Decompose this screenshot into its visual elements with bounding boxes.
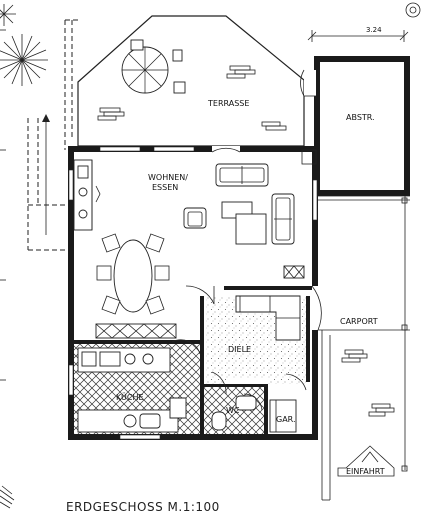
wohnen-label: WOHNEN/ bbox=[148, 173, 188, 182]
edge-ticks bbox=[0, 29, 6, 381]
kitchenette-left bbox=[73, 159, 101, 231]
tree-symbol-top-left bbox=[0, 4, 16, 26]
coffee-table bbox=[221, 201, 267, 245]
tree-symbol-bottom-left bbox=[0, 485, 15, 509]
carport-door bbox=[311, 285, 322, 331]
windows bbox=[68, 146, 318, 440]
wc-room bbox=[204, 387, 264, 434]
armchair bbox=[183, 207, 207, 229]
property-boundary bbox=[27, 19, 80, 251]
terrace-door bbox=[211, 146, 317, 165]
kueche-label: KÜCHE bbox=[116, 392, 144, 402]
entrance-arrow: EINFAHRT bbox=[337, 445, 395, 477]
terrasse-label: TERRASSE bbox=[207, 99, 249, 108]
tree-symbol-left bbox=[0, 34, 48, 86]
storage-room bbox=[300, 56, 410, 196]
chimney bbox=[283, 265, 305, 279]
gar-label: GAR. bbox=[276, 415, 296, 424]
paving-texture bbox=[97, 65, 395, 417]
tree-symbol-right bbox=[405, 2, 421, 18]
entrance-hall bbox=[185, 285, 307, 395]
entry-arrow bbox=[42, 114, 50, 235]
sideboard bbox=[95, 323, 177, 339]
wc-label: WC bbox=[226, 406, 240, 415]
sofa-top bbox=[215, 163, 269, 187]
wardrobe bbox=[269, 399, 297, 433]
terrace-outline bbox=[77, 15, 305, 147]
dimension-line: 3.24 bbox=[307, 26, 409, 42]
carport-label: CARPORT bbox=[340, 317, 378, 326]
essen-label: ESSEN bbox=[152, 183, 178, 192]
abstr-label: ABSTR. bbox=[346, 113, 375, 122]
einfahrt-label: EINFAHRT bbox=[346, 467, 385, 476]
diele-label: DIELE bbox=[228, 345, 251, 354]
carport-outline bbox=[318, 195, 410, 501]
dining-table bbox=[96, 233, 170, 315]
dimension-label: 3.24 bbox=[366, 26, 382, 34]
kitchen bbox=[74, 339, 201, 434]
sofa-right bbox=[271, 193, 295, 245]
parasol-table bbox=[121, 39, 186, 94]
drawing-title: ERDGESCHOSS M.1:100 bbox=[66, 500, 220, 514]
